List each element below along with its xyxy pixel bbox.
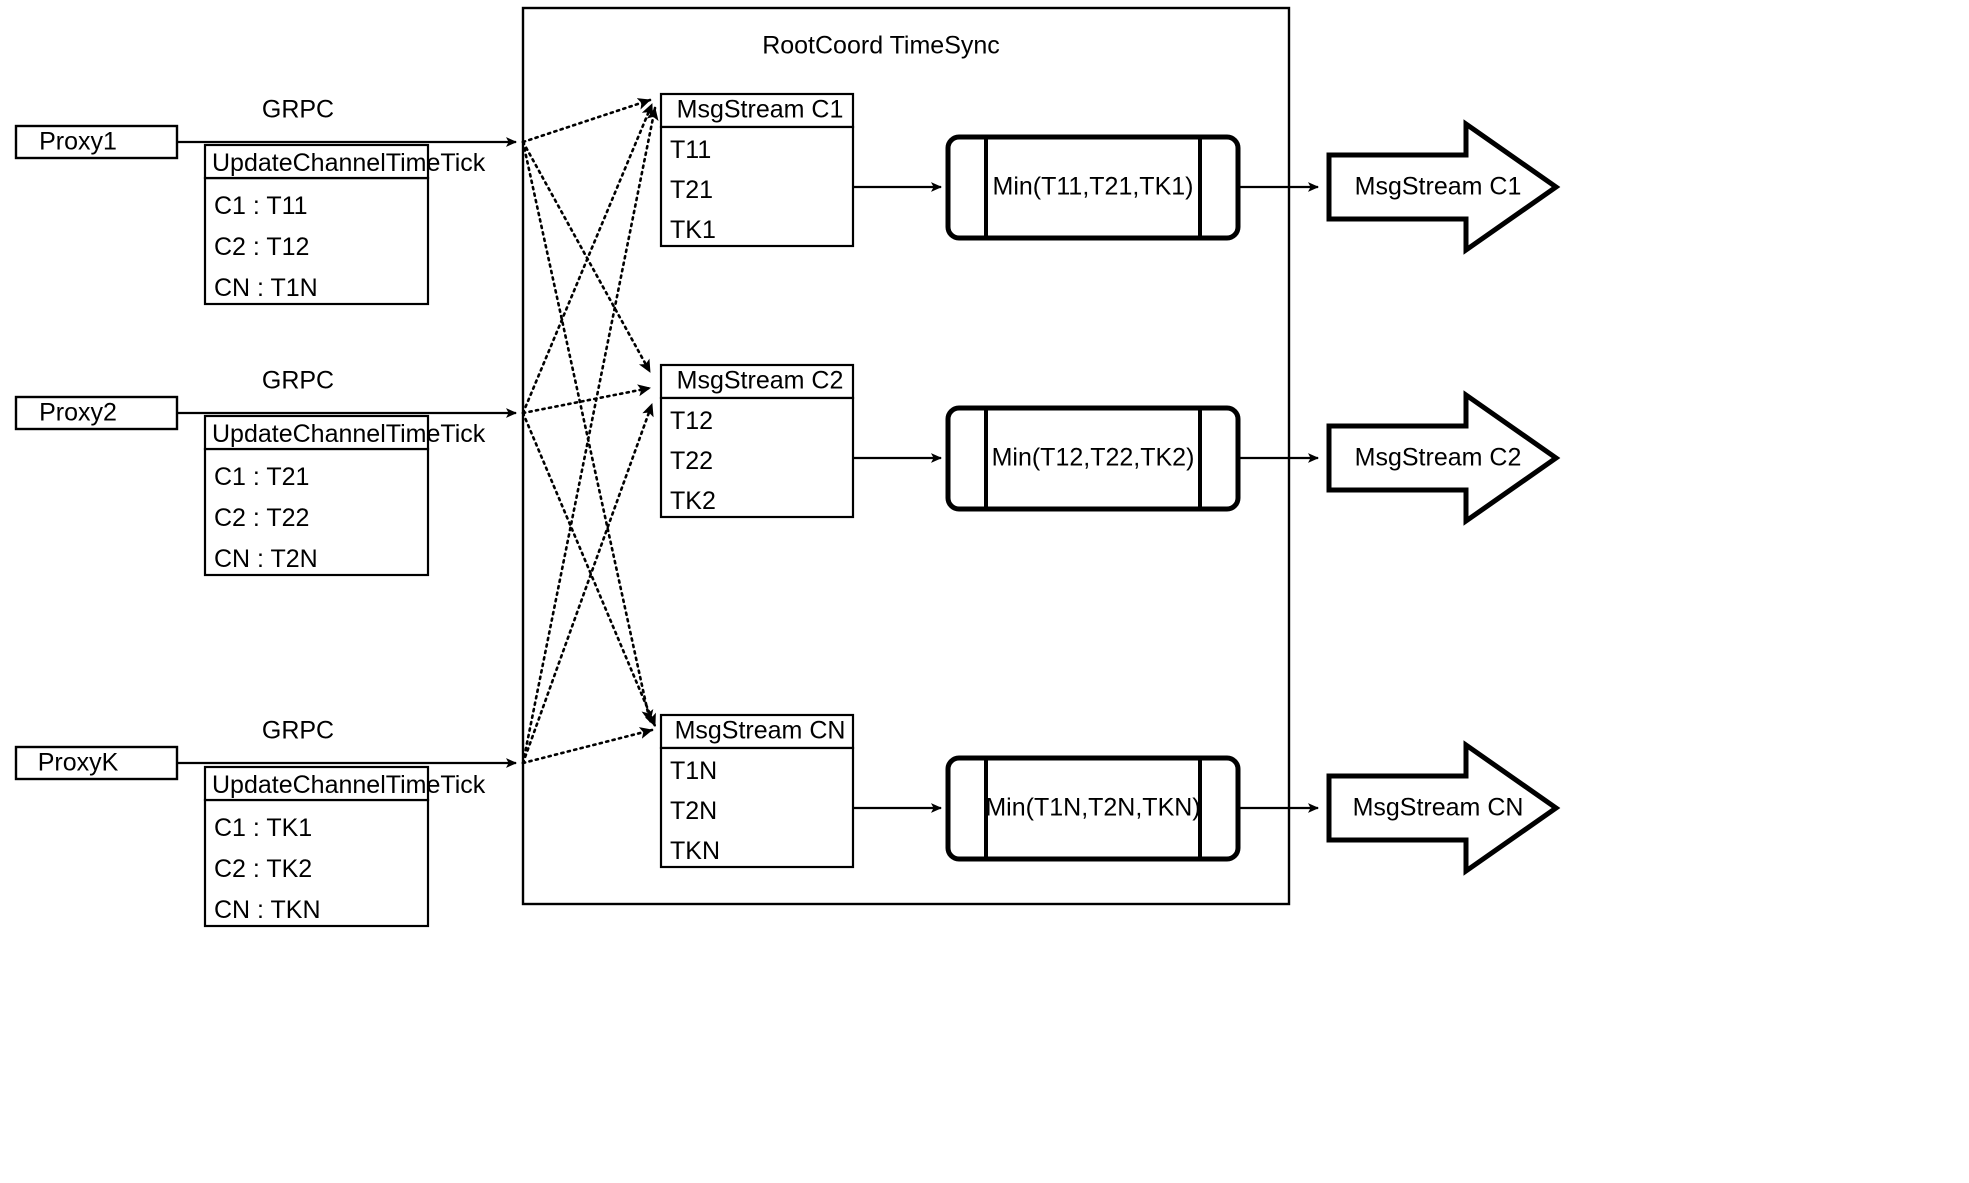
- output-block-arrow-1[interactable]: [1326, 119, 1561, 255]
- timetick-cell-1-0: C1 : T11: [214, 192, 308, 220]
- timetick-header-2: UpdateChannelTimeTick: [212, 420, 486, 448]
- dotted-link-p2-cn: [521, 411, 657, 728]
- grpc-label-3: GRPC: [261, 716, 335, 745]
- timetick-cell-3-0: C1 : TK1: [214, 814, 313, 842]
- msgstream-cell-3-0: T1N: [670, 757, 718, 785]
- timetick-header-3: UpdateChannelTimeTick: [212, 771, 486, 799]
- msgstream-cell-2-0: T12: [670, 407, 714, 435]
- container-title: RootCoord TimeSync: [762, 31, 1000, 60]
- timetick-table-2: [203, 447, 430, 577]
- dotted-link-p1-c2: [521, 140, 652, 374]
- output-block-arrow-3[interactable]: [1326, 740, 1561, 876]
- min-label-1: Min(T11,T21,TK1): [992, 172, 1194, 201]
- msgstream-cell-1-2: TK1: [670, 216, 716, 244]
- timetick-cell-2-0: C1 : T21: [214, 463, 310, 491]
- proxy-box-1[interactable]: [14, 124, 179, 160]
- msgstream-box-2-header: [659, 363, 855, 400]
- msgstream-cell-1-0: T11: [670, 136, 712, 164]
- min-process-2: [945, 405, 1241, 512]
- output-label-2: MsgStream C2: [1354, 443, 1522, 472]
- grpc-label-1: GRPC: [261, 95, 335, 124]
- min-label-3: Min(T1N,T2N,TKN): [985, 793, 1201, 822]
- msgstream-box-1-header: [659, 92, 855, 129]
- timetick-table-3-header: [203, 765, 430, 802]
- timetick-table-1-header: [203, 143, 430, 180]
- output-block-arrow-2[interactable]: [1326, 390, 1561, 526]
- proxy-label-1: Proxy1: [39, 127, 117, 156]
- proxy-box-2[interactable]: [14, 395, 179, 431]
- dotted-link-p2-c2: [521, 384, 652, 415]
- timetick-cell-2-2: CN : T2N: [214, 545, 318, 573]
- msgstream-box-1-body: [659, 125, 855, 248]
- timetick-cell-3-2: CN : TKN: [214, 896, 321, 924]
- proxy-label-3: ProxyK: [37, 748, 119, 777]
- msgstream-cell-3-1: T2N: [670, 797, 718, 825]
- dotted-link-pk-c2: [521, 402, 654, 765]
- dotted-link-pk-cn: [521, 727, 654, 765]
- msgstream-cell-2-1: T22: [670, 447, 714, 475]
- timetick-cell-1-1: C2 : T12: [214, 233, 310, 261]
- msgstream-header-3: MsgStream CN: [674, 716, 846, 745]
- msgstream-box-3-header: [659, 713, 855, 750]
- timetick-table-2-header: [203, 414, 430, 451]
- dotted-link-p2-c1: [521, 102, 654, 415]
- msgstream-header-2: MsgStream C2: [676, 366, 844, 395]
- timetick-header-1: UpdateChannelTimeTick: [212, 149, 486, 177]
- msgstream-cell-1-1: T21: [670, 176, 714, 204]
- msgstream-cell-2-2: TK2: [670, 487, 716, 515]
- min-label-2: Min(T12,T22,TK2): [991, 443, 1195, 472]
- dotted-link-p1-cn: [521, 140, 654, 724]
- dotted-link-p1-c1: [521, 98, 652, 144]
- output-label-3: MsgStream CN: [1352, 793, 1524, 822]
- output-label-1: MsgStream C1: [1354, 172, 1522, 201]
- timetick-cell-2-1: C2 : T22: [214, 504, 310, 532]
- msgstream-cell-3-2: TKN: [670, 837, 720, 865]
- timetick-cell-1-2: CN : T1N: [214, 274, 318, 302]
- timetick-cell-3-1: C2 : TK2: [214, 855, 313, 883]
- proxy-label-2: Proxy2: [39, 398, 117, 427]
- rootcoord-timesync-container: [521, 6, 1291, 906]
- grpc-label-2: GRPC: [261, 366, 335, 395]
- dotted-link-pk-c1: [521, 106, 659, 765]
- msgstream-header-1: MsgStream C1: [676, 95, 844, 124]
- timetick-table-1: [203, 176, 430, 306]
